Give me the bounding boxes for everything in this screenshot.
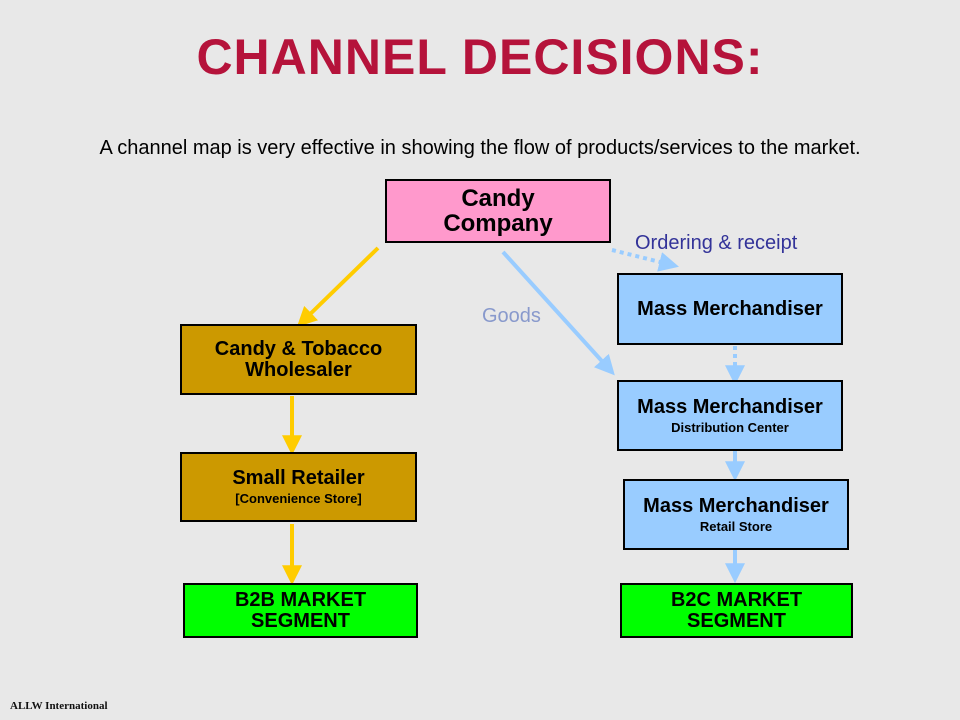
mass-merchandiser-dc-sublabel: Distribution Center (671, 419, 789, 435)
ordering-receipt-label: Ordering & receipt (635, 232, 798, 254)
candy-company-node: Candy Company (385, 179, 611, 243)
mass-merchandiser-rs-node: Mass Merchandiser Retail Store (623, 479, 849, 550)
wholesaler-line2: Wholesaler (245, 358, 352, 381)
candy-company-line2: Company (443, 210, 553, 237)
b2c-line2: SEGMENT (687, 609, 786, 632)
b2c-line1: B2C MARKET (670, 588, 803, 611)
page-subtitle: A channel map is very effective in showi… (99, 137, 861, 159)
arrow-company-to-wholesaler (296, 246, 380, 328)
small-retailer-label: Small Retailer (232, 467, 365, 490)
small-retailer-sublabel: [Convenience Store] (235, 491, 362, 507)
b2b-segment-node: B2B MARKET SEGMENT (183, 583, 418, 638)
mass-merchandiser-dc-label: Mass Merchandiser (637, 395, 823, 418)
candy-company-line1: Candy (461, 184, 535, 212)
wholesaler-line1: Candy & Tobacco (214, 337, 383, 360)
mass-merchandiser-dc-node: Mass Merchandiser Distribution Center (617, 380, 843, 451)
b2b-line1: B2B MARKET (234, 588, 367, 611)
b2b-line2: SEGMENT (251, 609, 350, 632)
wholesaler-node: Candy & Tobacco Wholesaler (180, 324, 417, 395)
b2c-segment-node: B2C MARKET SEGMENT (620, 583, 853, 638)
mass-merchandiser-label: Mass Merchandiser (637, 297, 823, 320)
arrow-ordering-dotted (611, 248, 679, 272)
footer-credit: ALLW International (10, 700, 108, 712)
goods-label: Goods (482, 305, 541, 327)
arrow-company-to-distribution-center (501, 250, 615, 376)
mass-merchandiser-node: Mass Merchandiser (617, 273, 843, 345)
mass-merchandiser-rs-label: Mass Merchandiser (643, 494, 829, 517)
page-title: CHANNEL DECISIONS: (196, 29, 764, 85)
small-retailer-node: Small Retailer [Convenience Store] (180, 452, 417, 522)
mass-merchandiser-rs-sublabel: Retail Store (699, 518, 773, 534)
